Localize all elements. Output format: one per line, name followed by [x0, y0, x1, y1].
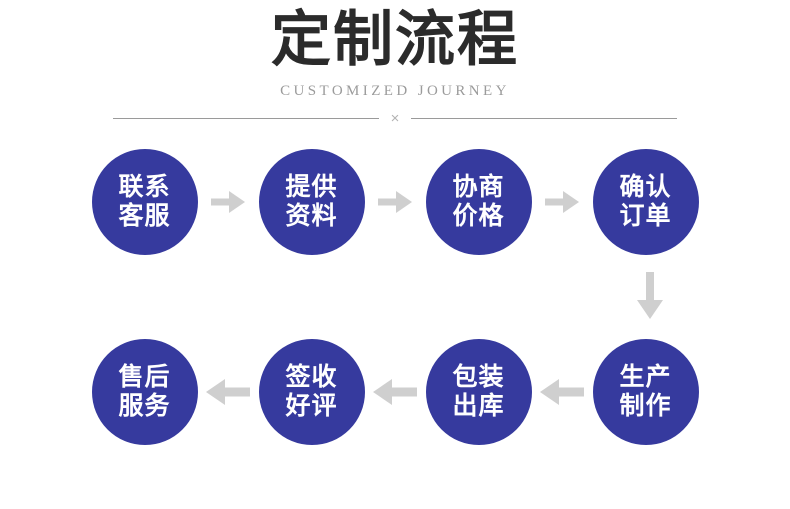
arrow-left-icon: [540, 379, 584, 405]
flow-connector: [365, 149, 426, 255]
flow-node-label: 联系 客服: [118, 173, 171, 230]
flow-node-step-1[interactable]: 联系 客服: [91, 149, 198, 255]
flow-connector-vertical: [0, 256, 790, 338]
header: 定制流程 CUSTOMIZED JOURNEY ×: [0, 0, 790, 126]
arrow-left-icon: [206, 379, 250, 405]
flow-node-label: 售后 服务: [118, 363, 171, 420]
flow-node-step-6[interactable]: 包装 出库: [425, 339, 532, 445]
divider-rule-right: [411, 118, 678, 119]
flow-node-step-4[interactable]: 确认 订单: [592, 149, 699, 255]
flow-node-label: 协商 价格: [452, 173, 505, 230]
flow-connector: [198, 149, 259, 255]
flow-connector: [365, 339, 426, 445]
flow-node-label: 签收 好评: [285, 363, 338, 420]
flow-node-label: 提供 资料: [285, 173, 338, 230]
flow-node-label: 确认 订单: [619, 173, 672, 230]
flow-connector: [532, 149, 593, 255]
flow-node-step-3[interactable]: 协商 价格: [425, 149, 532, 255]
title-divider: ×: [113, 110, 678, 127]
flow-row-top: 联系 客服 提供 资料 协商 价格: [0, 148, 790, 256]
flow-node-step-8[interactable]: 售后 服务: [91, 339, 198, 445]
flow-connector: [198, 339, 259, 445]
flow-node-step-7[interactable]: 签收 好评: [258, 339, 365, 445]
flow-row-bottom: 售后 服务 签收 好评 包装 出库: [0, 338, 790, 446]
flow-node-label: 生产 制作: [619, 363, 672, 420]
divider-cross-icon: ×: [390, 110, 400, 127]
divider-rule-left: [113, 118, 379, 119]
flow-node-step-2[interactable]: 提供 资料: [258, 149, 365, 255]
arrow-left-icon: [373, 379, 417, 405]
arrow-right-icon: [545, 191, 579, 213]
flow-node-label: 包装 出库: [452, 363, 505, 420]
arrow-right-icon: [211, 191, 245, 213]
arrow-down-icon: [637, 272, 663, 322]
flow-node-step-5[interactable]: 生产 制作: [592, 339, 699, 445]
page-title: 定制流程: [271, 6, 519, 73]
page-subtitle: CUSTOMIZED JOURNEY: [280, 83, 510, 99]
process-flow: 联系 客服 提供 资料 协商 价格: [0, 148, 790, 446]
flow-connector: [532, 339, 593, 445]
arrow-right-icon: [378, 191, 412, 213]
